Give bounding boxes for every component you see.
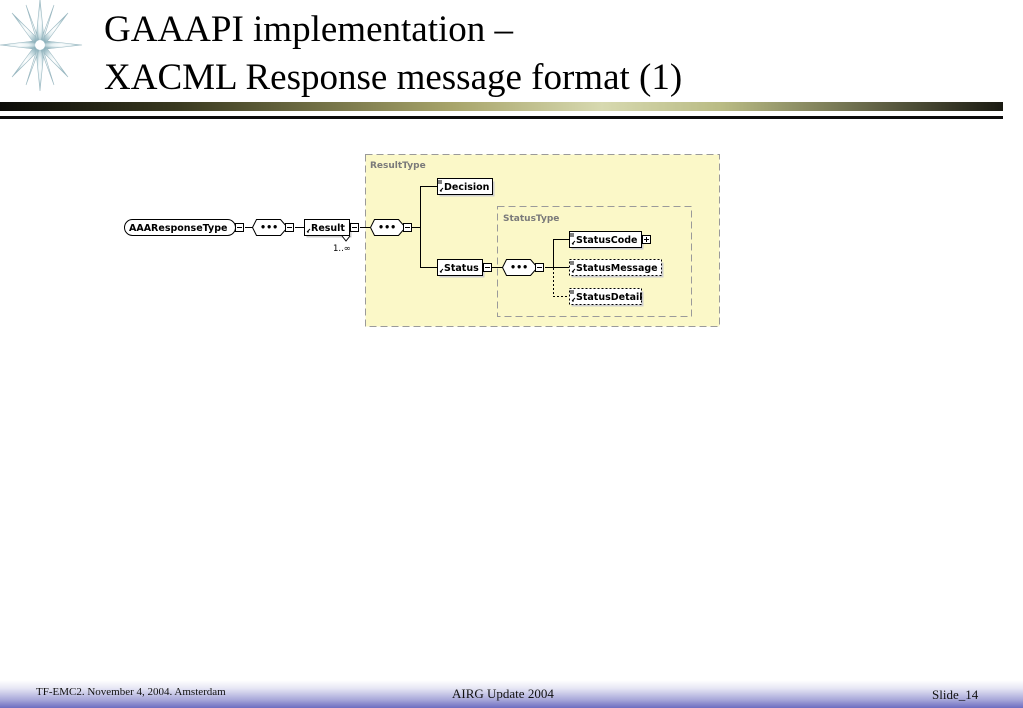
- status-code-element-node: StatusCode: [569, 231, 651, 250]
- result-element-node: Result 1..∞: [304, 219, 359, 254]
- title-line-1: GAAAPI implementation –: [104, 9, 514, 50]
- svg-text:AAAResponseType: AAAResponseType: [129, 223, 227, 234]
- sequence-compositor-2: •••: [369, 219, 412, 236]
- sequence-compositor-1: •••: [251, 219, 294, 236]
- title-divider-thick: [0, 102, 1003, 111]
- svg-text:StatusDetail: StatusDetail: [576, 292, 643, 303]
- svg-text:StatusMessage: StatusMessage: [576, 263, 658, 274]
- status-detail-element-node: StatusDetail: [569, 288, 644, 307]
- decision-element-node: Decision: [437, 178, 495, 197]
- status-element-node: Status: [437, 259, 492, 278]
- result-type-label: ResultType: [370, 161, 426, 171]
- footer-slide-number: Slide_14: [932, 687, 979, 702]
- footer-title-text: AIRG Update 2004: [452, 686, 554, 701]
- xacml-response-schema-diagram: ResultType StatusType AAAResponseType ••…: [124, 154, 720, 327]
- status-message-element-node: StatusMessage: [569, 259, 664, 278]
- sequence-compositor-3: •••: [501, 259, 544, 276]
- svg-text:Status: Status: [444, 263, 479, 274]
- svg-text:•••: •••: [510, 263, 528, 274]
- svg-text:Result: Result: [311, 223, 345, 234]
- svg-text:StatusCode: StatusCode: [576, 235, 638, 246]
- footer-bar: [0, 680, 1023, 708]
- title-line-2: XACML Response message format (1): [104, 57, 683, 98]
- status-type-label: StatusType: [503, 214, 559, 224]
- element-glyph-icons: [306, 180, 576, 302]
- footer-event-text: TF-EMC2. November 4, 2004. Amsterdam: [36, 686, 226, 698]
- svg-text:•••: •••: [260, 223, 278, 234]
- svg-text:•••: •••: [378, 223, 396, 234]
- result-occurrence: 1..∞: [333, 244, 351, 254]
- star-logo-icon: [0, 0, 83, 92]
- title-divider-thin: [0, 116, 1003, 119]
- slide-title: GAAAPI implementation – XACML Response m…: [104, 6, 682, 102]
- svg-text:Decision: Decision: [444, 182, 490, 193]
- aaa-response-type-node: AAAResponseType: [124, 219, 244, 236]
